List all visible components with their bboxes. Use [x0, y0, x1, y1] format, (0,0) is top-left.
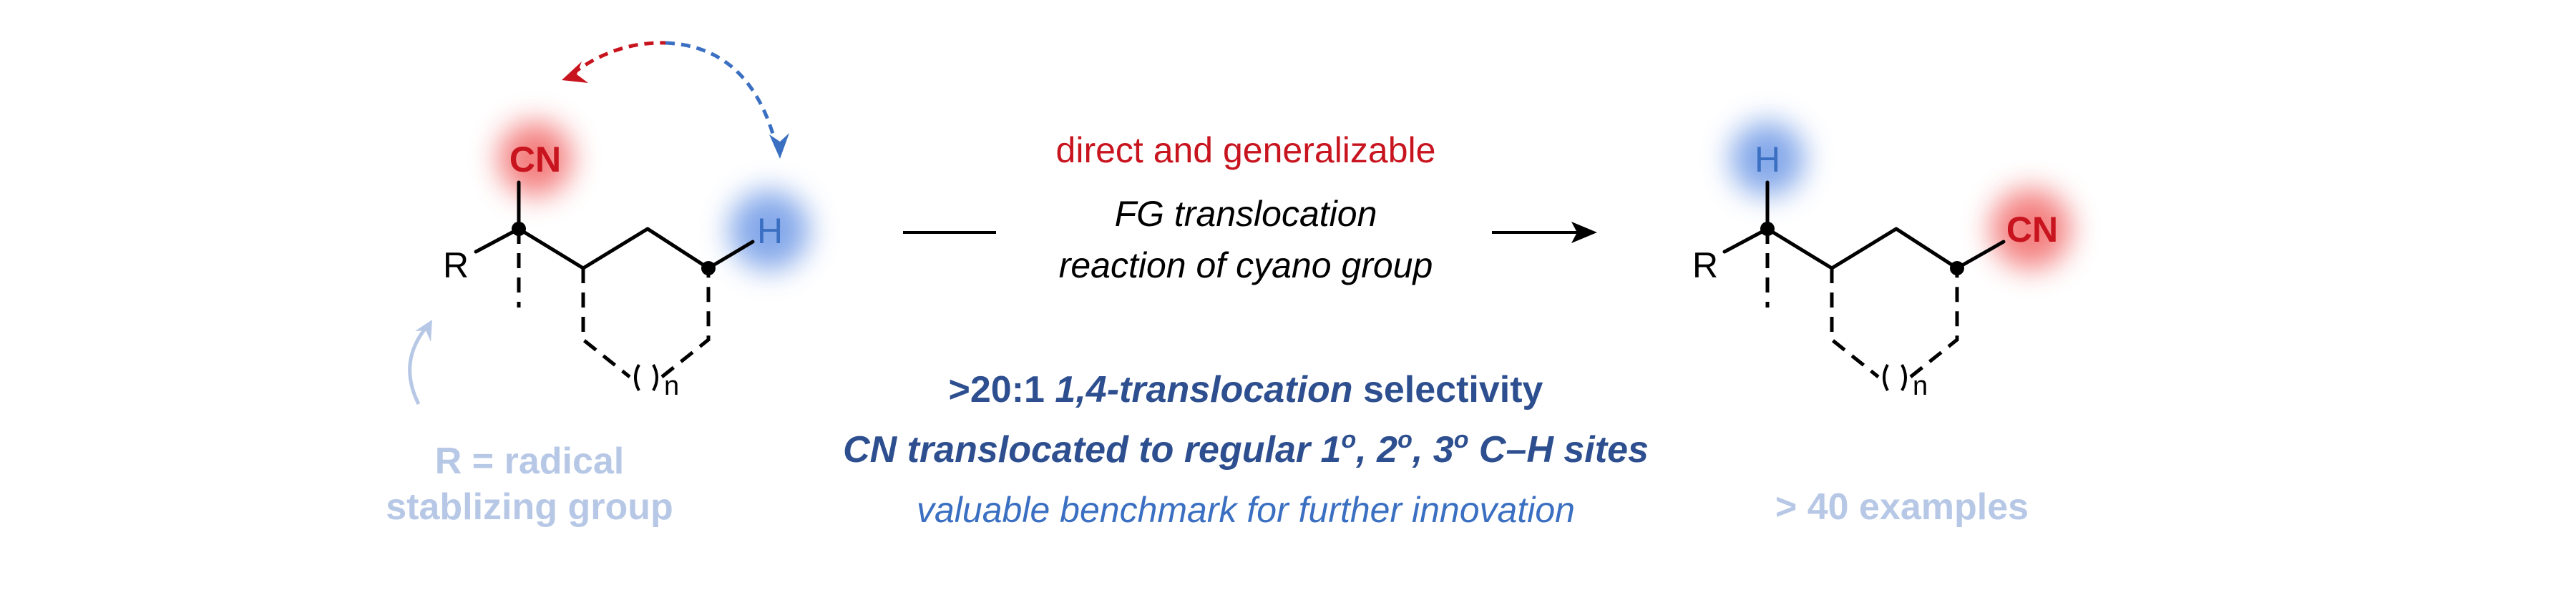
selectivity-line: >20:1 1,4-translocation selectivity — [949, 369, 1543, 410]
arrow-text-line2: FG translocation — [1115, 194, 1377, 234]
h-glow — [729, 190, 809, 270]
reactant-ring-subscript: n — [664, 371, 679, 401]
sites-line: CN translocated to regular 1o, 2o, 3o C–… — [843, 426, 1649, 471]
bond-c-h — [706, 240, 755, 270]
sites-text: CN translocated to regular 1 — [843, 429, 1341, 471]
sites-sup-1: o — [1341, 426, 1356, 453]
product-bond-c-cn — [1955, 240, 2006, 270]
product-cn-glow — [1991, 189, 2071, 269]
arrow-text-line3: reaction of cyano group — [1059, 245, 1433, 285]
product-carbon-dot-h — [1760, 222, 1775, 236]
selectivity-prefix: >20:1 — [949, 369, 1055, 410]
cn-glow — [498, 122, 572, 196]
migration-arrow-blue — [665, 41, 779, 147]
reaction-arrowhead — [1571, 222, 1597, 243]
reactant-r-label: R — [443, 245, 469, 285]
product-molecule: H CN R n — [1692, 122, 2071, 401]
r-note-line2: stablizing group — [386, 486, 673, 528]
r-note-line1: R = radical — [435, 441, 624, 482]
product-bond-c-ring — [1765, 227, 1834, 270]
bond-c-ring — [517, 227, 585, 270]
product-carbon-dot-cn — [1950, 261, 1964, 275]
bond-ring-top — [581, 227, 711, 270]
arrow-text-line1: direct and generalizable — [1056, 130, 1436, 170]
product-ring-bracket-right — [1901, 364, 1907, 391]
sites-sup-3: o — [1454, 426, 1469, 453]
migration-arrow-red — [571, 41, 666, 76]
sites-sup-2: o — [1397, 426, 1413, 453]
product-h-label: H — [1755, 139, 1780, 180]
dashed-ring — [581, 268, 711, 378]
product-bond-ring-top — [1830, 227, 1959, 270]
product-r-label: R — [1692, 245, 1718, 285]
reactant-molecule: CN H R n — [408, 41, 809, 405]
reactant-cn-label: CN — [509, 139, 561, 180]
carbon-dot-cn — [512, 222, 526, 236]
r-note-arrow — [408, 324, 429, 405]
product-cn-label: CN — [2006, 210, 2058, 250]
bond-r-c — [474, 227, 521, 254]
migration-arrowhead-blue — [769, 133, 789, 159]
reactant-h-label: H — [757, 211, 783, 251]
carbon-dot-h — [701, 261, 716, 275]
ring-bracket-left — [634, 364, 640, 391]
reaction-arrow — [903, 222, 1597, 243]
scope-note: > 40 examples — [1775, 486, 2029, 528]
product-h-glow — [1730, 122, 1805, 196]
migration-arrowhead-red — [562, 62, 588, 83]
selectivity-suffix: selectivity — [1353, 369, 1543, 410]
product-ring-subscript: n — [1913, 371, 1928, 401]
benchmark-line: valuable benchmark for further innovatio… — [917, 490, 1575, 530]
sites-mid-2: , 3 — [1412, 429, 1454, 471]
selectivity-italic: 1,4-translocation — [1055, 369, 1352, 410]
ring-bracket-right — [652, 364, 658, 391]
sites-mid-1: , 2 — [1355, 429, 1397, 471]
sites-end: C–H sites — [1468, 429, 1648, 471]
product-dashed-ring — [1830, 268, 1959, 378]
r-note-arrowhead — [415, 320, 432, 342]
product-ring-bracket-left — [1883, 364, 1889, 391]
product-bond-r-c — [1722, 227, 1770, 254]
